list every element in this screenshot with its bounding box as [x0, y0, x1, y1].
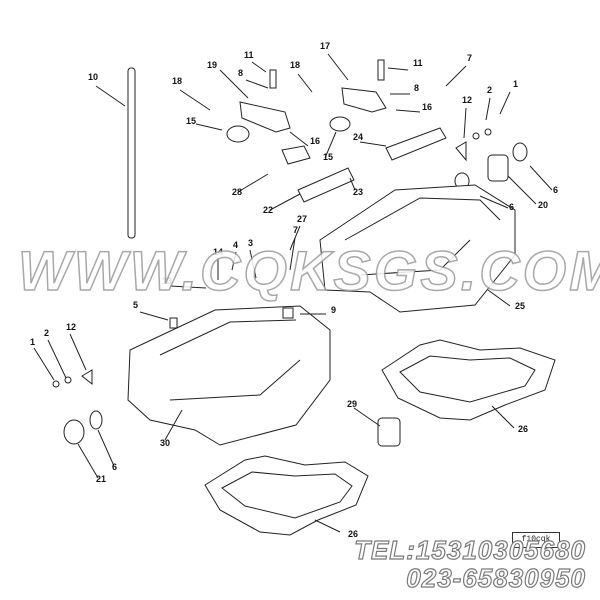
part-label-22: 22 — [263, 205, 273, 215]
part-label-23: 23 — [353, 187, 363, 197]
nut-2-left — [64, 376, 72, 384]
head-30-detail — [159, 319, 301, 401]
roller-right — [329, 116, 351, 132]
part-label-12: 12 — [462, 95, 472, 105]
nut-1-left — [52, 380, 60, 388]
gasket-26-lower — [204, 455, 369, 536]
part-label-26: 26 — [518, 424, 528, 434]
part-label-1: 1 — [513, 79, 518, 89]
part-label-18: 18 — [290, 60, 300, 70]
part-label-29: 29 — [347, 399, 357, 409]
cap-21 — [63, 419, 85, 445]
bracket-28 — [281, 145, 311, 165]
rocker-shaft-22 — [297, 167, 355, 203]
cylinder-head-30 — [127, 305, 331, 446]
part-label-4: 4 — [233, 240, 238, 250]
part-label-30: 30 — [160, 438, 170, 448]
rocker-shaft-24 — [385, 127, 447, 161]
watermark-text: WWW.CQKSGS.COM — [17, 238, 600, 303]
reference-tag: f10cqk — [512, 532, 560, 548]
rocker-lever-left — [239, 101, 291, 133]
line-art — [33, 53, 556, 536]
clip-12-right — [455, 141, 467, 162]
part-label-7: 7 — [293, 225, 298, 235]
part-label-1: 1 — [30, 337, 35, 347]
part-label-19: 19 — [207, 60, 217, 70]
part-label-25: 25 — [515, 301, 525, 311]
part-label-11: 11 — [413, 58, 423, 68]
part-label-13: 13 — [162, 276, 172, 286]
part-label-24: 24 — [353, 132, 363, 142]
part-label-2: 2 — [487, 85, 492, 95]
part-label-5: 5 — [133, 300, 138, 310]
part-label-6: 6 — [509, 202, 514, 212]
part-label-8: 8 — [414, 83, 419, 93]
sleeve-29 — [377, 417, 401, 447]
part-label-28: 28 — [232, 187, 242, 197]
part-label-2: 2 — [44, 328, 49, 338]
gasket-26-lower-inner — [221, 471, 353, 519]
part-label-16: 16 — [422, 102, 432, 112]
leader-lines — [33, 53, 553, 533]
part-label-12: 12 — [66, 322, 76, 332]
gasket-26-upper — [381, 339, 556, 421]
part-label-16: 16 — [310, 136, 320, 146]
part-label-8: 8 — [238, 68, 243, 78]
sleeve-20 — [487, 154, 509, 182]
o-ring-6 — [89, 410, 103, 430]
adjust-screw-left — [269, 69, 277, 89]
head-25-detail — [344, 197, 501, 276]
clip-12-left — [81, 369, 93, 386]
part-label-14: 14 — [213, 247, 223, 257]
part-label-10: 10 — [88, 72, 98, 82]
seal-ring-6 — [512, 142, 528, 162]
cylinder-head-25 — [319, 184, 516, 313]
part-label-26: 26 — [348, 529, 358, 539]
part-label-11: 11 — [244, 50, 254, 60]
nut-2-right — [472, 132, 480, 140]
push-rod — [127, 67, 136, 239]
gasket-26-upper-inner — [399, 355, 536, 403]
contact-tel: TEL:15310305680 — [354, 534, 586, 565]
roller-left — [226, 125, 250, 143]
part-label-7: 7 — [467, 53, 472, 63]
part-label-15: 15 — [186, 116, 196, 126]
contact-phone: 023-65830950 — [406, 562, 586, 593]
rocker-lever-right — [341, 87, 387, 113]
part-label-27: 27 — [297, 214, 307, 224]
part-label-15: 15 — [323, 152, 333, 162]
bolt-5 — [169, 317, 178, 329]
plug-9 — [282, 307, 294, 319]
part-label-18: 18 — [172, 76, 182, 86]
nut-1-right — [484, 128, 492, 136]
part-label-21: 21 — [96, 474, 106, 484]
part-label-6: 6 — [553, 185, 558, 195]
adjust-screw-right — [377, 59, 385, 81]
part-label-6: 6 — [112, 462, 117, 472]
part-label-17: 17 — [320, 41, 330, 51]
part-label-9: 9 — [331, 305, 336, 315]
part-label-20: 20 — [538, 200, 548, 210]
part-label-3: 3 — [248, 238, 253, 248]
